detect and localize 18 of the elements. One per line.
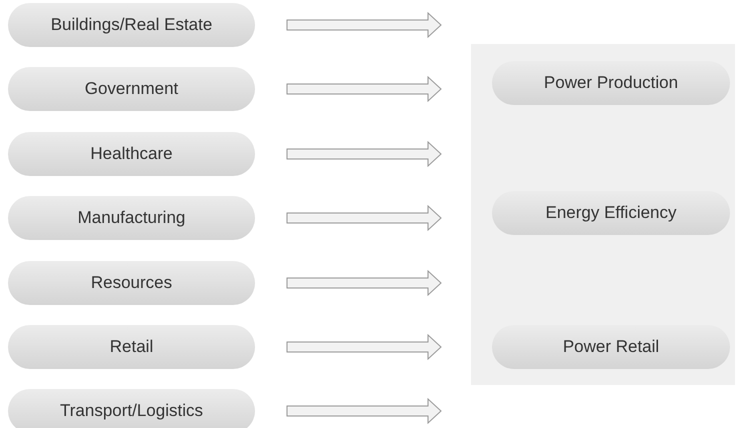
- sector-pill: Buildings/Real Estate: [8, 3, 255, 47]
- sector-pill: Energy Efficiency: [492, 191, 730, 235]
- sector-pill: Power Retail: [492, 325, 730, 369]
- sector-pill: Resources: [8, 261, 255, 305]
- block-arrow: [286, 12, 442, 38]
- group-panel: [471, 44, 735, 385]
- block-arrow: [286, 398, 442, 424]
- block-arrow: [286, 140, 442, 168]
- sector-pill: Healthcare: [8, 132, 255, 176]
- block-arrow: [286, 204, 442, 232]
- block-arrow: [286, 270, 442, 296]
- block-arrow: [286, 76, 442, 102]
- sector-pill: Power Production: [492, 61, 730, 105]
- sector-pill: Manufacturing: [8, 196, 255, 240]
- sector-pill: Retail: [8, 325, 255, 369]
- sector-pill: Government: [8, 67, 255, 111]
- sector-pill: Transport/Logistics: [8, 389, 255, 428]
- block-arrow: [286, 334, 442, 360]
